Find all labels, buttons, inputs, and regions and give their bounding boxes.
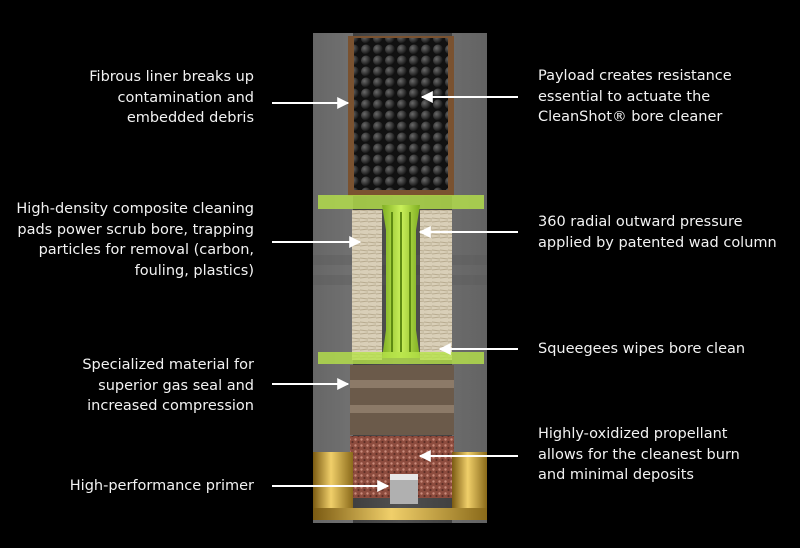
wad-column xyxy=(318,195,484,364)
callout-radial-pressure: 360 radial outward pressure applied by p… xyxy=(538,214,777,251)
callout-primer: High-performance primer xyxy=(69,478,254,494)
callout-propellant: Highly-oxidized propellant allows for th… xyxy=(538,426,740,483)
gas-seal xyxy=(350,365,454,435)
primer xyxy=(390,474,418,504)
callout-fibrous-liner: Fibrous liner breaks up contamination an… xyxy=(89,69,254,126)
callout-composite-pads: High-density composite cleaning pads pow… xyxy=(16,201,254,279)
callout-payload: Payload creates resistance essential to … xyxy=(538,68,732,125)
callout-squeegees: Squeegees wipes bore clean xyxy=(538,341,746,357)
callout-gas-seal: Specialized material for superior gas se… xyxy=(82,357,254,414)
shot-payload xyxy=(348,36,454,196)
brass-base xyxy=(313,452,487,520)
